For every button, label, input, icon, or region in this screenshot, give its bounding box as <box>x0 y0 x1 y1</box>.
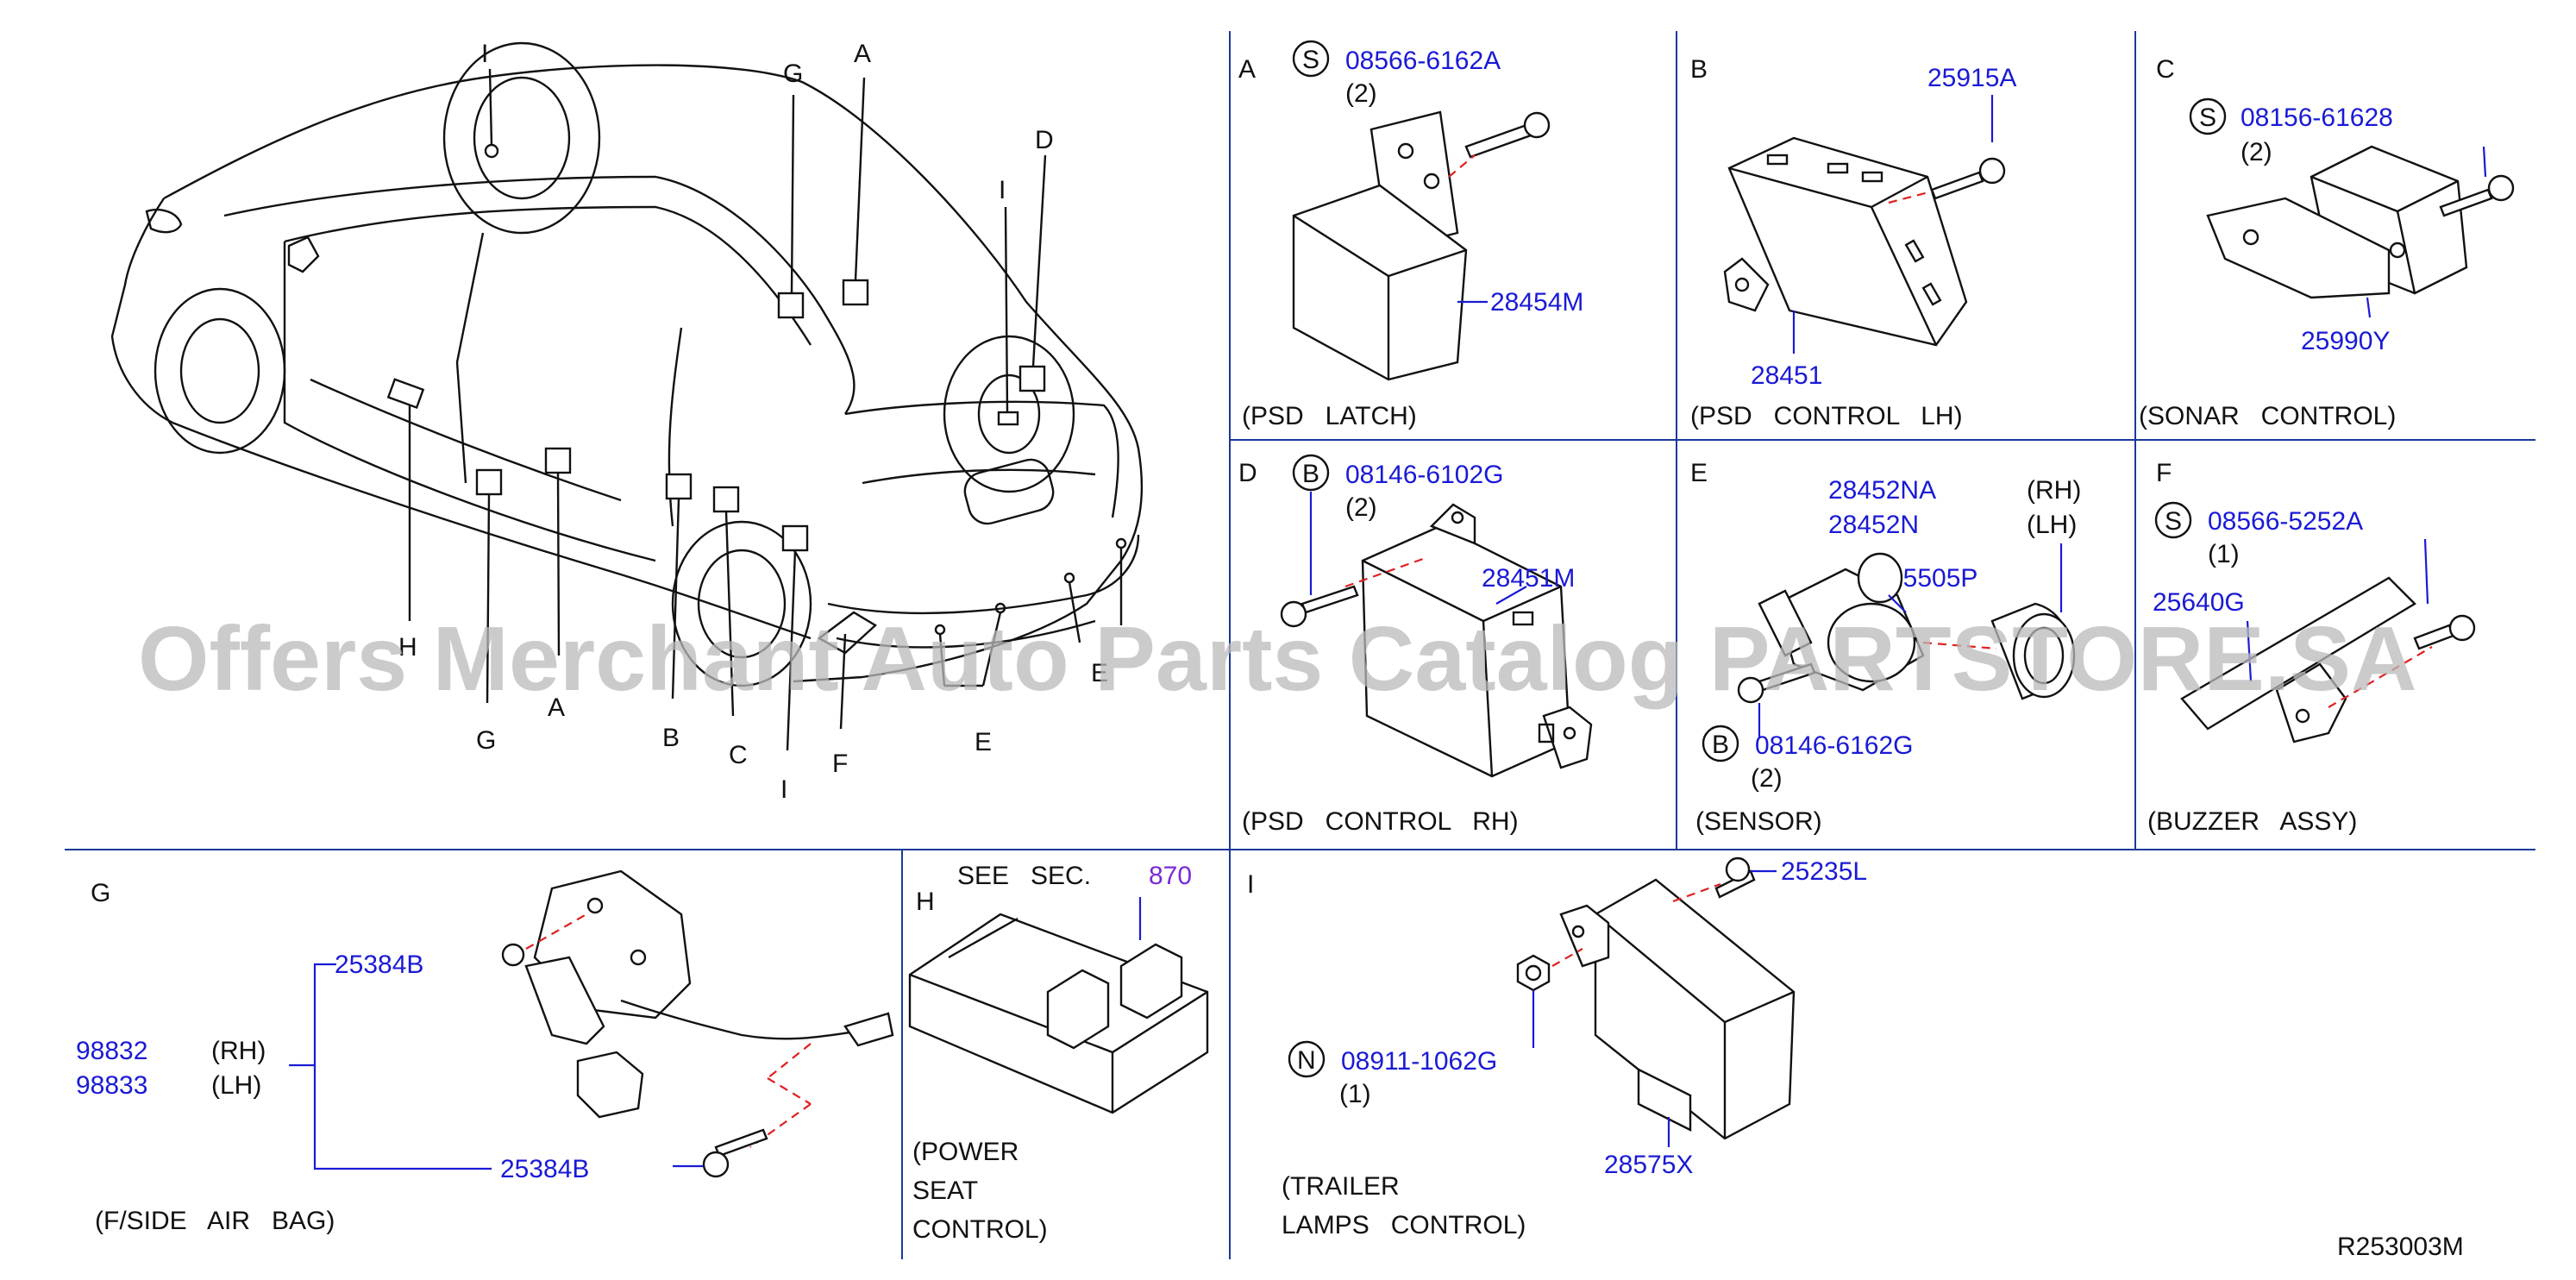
panel-b-letter: B <box>1690 55 1708 84</box>
panel-i-trailer-lamps-control: I 25235L N 08911-1062G (1) 28575X (TRAIL… <box>1247 856 1867 1239</box>
panel-i-nut-number: 08911-1062G <box>1341 1047 1497 1076</box>
panel-c-bolt-number: 08156-61628 <box>2241 104 2393 132</box>
panel-h-power-seat-control: SEE SEC. 870 H (POWER SEAT CONTROL) <box>908 862 1209 1244</box>
panel-a-symbol: S <box>1302 46 1319 74</box>
panel-f-bolt-qty: (1) <box>2208 540 2240 568</box>
car-label-g-bottom: G <box>476 726 496 755</box>
panel-f-symbol: S <box>2165 507 2182 536</box>
panel-a-bolt-qty: (2) <box>1345 79 1377 108</box>
panel-d-part-number: 28451M <box>1482 564 1575 593</box>
panel-f-bolt-number: 08566-5252A <box>2208 507 2363 536</box>
panel-g-part-lh: 98833 <box>76 1071 147 1100</box>
panel-h-letter: H <box>916 888 935 916</box>
panel-i-letter: I <box>1247 870 1254 899</box>
panel-e-letter: E <box>1690 459 1708 487</box>
car-label-d: D <box>1035 126 1054 154</box>
panel-a-letter: A <box>1238 55 1256 84</box>
panel-d-bolt-qty: (2) <box>1345 493 1377 522</box>
panel-dividers <box>65 31 2535 1259</box>
panel-a-part-number: 28454M <box>1490 288 1583 317</box>
panel-g-lh: (LH) <box>211 1071 261 1100</box>
panel-i-screw-number: 25235L <box>1781 857 1867 886</box>
panel-f-buzzer-assy: F S 08566-5252A (1) 25640G (BUZZER ASSY) <box>2147 459 2476 836</box>
panel-e-bolt-number: 08146-6162G <box>1755 731 1914 760</box>
panel-h-caption-3: CONTROL) <box>912 1215 1048 1244</box>
panel-e-part-lh: 28452N <box>1828 511 1919 539</box>
car-label-f: F <box>832 750 848 778</box>
panel-h-caption-2: SEAT <box>912 1176 978 1205</box>
panel-d-caption: (PSD CONTROL RH) <box>1242 807 1519 836</box>
panel-e-part-rh: 28452NA <box>1828 476 1936 505</box>
panel-g-side-air-bag: G 25384B 25384B 98832 (RH) 98833 (LH) (F… <box>76 869 894 1235</box>
car-label-a-bottom: A <box>548 693 565 722</box>
panel-c-sonar-control: C S 08156-61628 (2) 25990Y (SONAR CONTRO… <box>2139 55 2515 430</box>
panel-c-bolt-qty: (2) <box>2241 138 2272 166</box>
car-label-b: B <box>662 724 680 752</box>
panel-g-rh: (RH) <box>211 1037 266 1065</box>
panel-a-caption: (PSD LATCH) <box>1242 402 1417 430</box>
panel-h-section-link[interactable]: 870 <box>1149 862 1192 890</box>
panel-b-caption: (PSD CONTROL LH) <box>1690 402 1963 430</box>
car-label-i-bottom: I <box>780 775 787 804</box>
diagram-reference-code: R253003M <box>2337 1233 2464 1261</box>
panel-e-caption: (SENSOR) <box>1695 807 1822 836</box>
car-label-g: G <box>783 60 803 88</box>
panel-d-psd-control-rh: D B 08146-6102G (2) 28451M (PSD CONTROL … <box>1238 454 1593 836</box>
panel-b-part-number: 28451 <box>1751 361 1822 390</box>
car-label-i-top: I <box>481 40 488 68</box>
car-label-i-mid: I <box>999 176 1006 204</box>
panel-g-letter: G <box>91 879 110 907</box>
watermark-text: Offers Merchant Auto Parts Catalog PARTS… <box>138 608 2417 710</box>
panel-a-psd-latch: A S 08566-6162A (2) 28454M (PSD LATCH) <box>1238 40 1583 430</box>
panel-g-part-rh: 98832 <box>76 1037 147 1065</box>
panel-e-sensor: E 28452NA 28452N (RH) (LH) 25505P B 0814… <box>1690 459 2081 836</box>
panel-g-caption: (F/SIDE AIR BAG) <box>95 1207 335 1235</box>
panel-c-symbol: S <box>2199 104 2216 132</box>
panel-c-letter: C <box>2156 55 2175 84</box>
car-label-a: A <box>854 40 871 68</box>
panel-c-part-number: 25990Y <box>2301 327 2390 355</box>
panel-c-caption: (SONAR CONTROL) <box>2139 402 2396 430</box>
car-label-e-bottom: E <box>975 728 992 756</box>
panel-h-caption-1: (POWER <box>912 1138 1018 1166</box>
panel-i-part-number: 28575X <box>1604 1151 1693 1179</box>
panel-i-caption-2: LAMPS CONTROL) <box>1282 1211 1526 1239</box>
panel-e-symbol: B <box>1712 731 1729 759</box>
panel-i-caption-1: (TRAILER <box>1282 1172 1400 1201</box>
car-label-e-right: E <box>1091 659 1108 687</box>
car-label-c: C <box>729 741 748 769</box>
panel-d-letter: D <box>1238 459 1257 487</box>
panel-g-bracket-bottom: 25384B <box>500 1155 589 1183</box>
panel-e-lh: (LH) <box>2027 511 2077 539</box>
panel-a-bolt-number: 08566-6162A <box>1345 47 1501 75</box>
panel-b-screw-number: 25915A <box>1927 64 2016 92</box>
vehicle-overview: I G A D I H G A B C I F E E <box>110 40 1144 804</box>
panel-f-caption: (BUZZER ASSY) <box>2147 807 2357 836</box>
panel-e-part-grommet: 25505P <box>1889 564 1977 593</box>
panel-e-rh: (RH) <box>2027 476 2081 505</box>
panel-f-part-number: 25640G <box>2153 588 2245 617</box>
panel-d-symbol: B <box>1302 460 1319 488</box>
panel-i-symbol: N <box>1297 1046 1316 1075</box>
car-label-h: H <box>398 633 417 662</box>
panel-f-letter: F <box>2156 459 2172 487</box>
panel-d-bolt-number: 08146-6102G <box>1345 461 1504 489</box>
panel-i-nut-qty: (1) <box>1339 1080 1371 1108</box>
panel-e-bolt-qty: (2) <box>1751 764 1783 793</box>
panel-g-bracket-top: 25384B <box>335 951 423 979</box>
panel-h-see-section: SEE SEC. <box>957 862 1091 890</box>
panel-b-psd-control-lh: B 25915A 28451 (PSD CONTROL LH) <box>1690 55 2016 430</box>
